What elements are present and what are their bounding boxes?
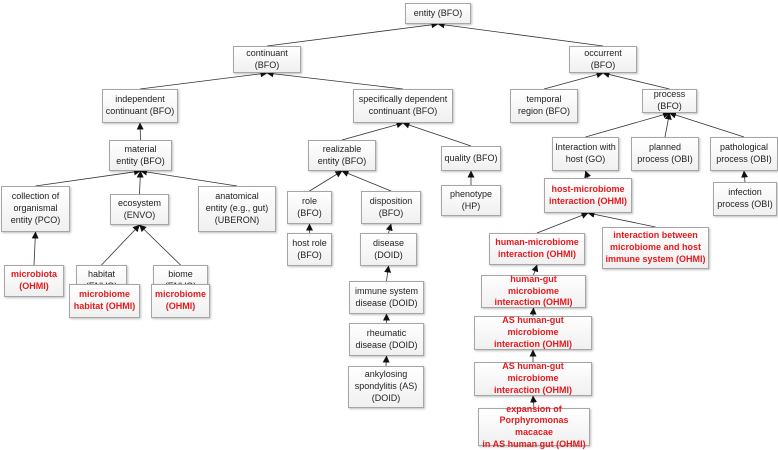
node-hostmicro: host-microbiome interaction (OHMI) — [544, 178, 632, 213]
edge-occurrent-to-entity — [437, 21, 604, 47]
edge-role-to-realizable — [309, 170, 343, 192]
edge-specdep-to-continuant — [266, 70, 404, 90]
node-disease: disease (DOID) — [360, 233, 417, 266]
edge-quality-to-specdep — [402, 121, 472, 147]
node-planned: planned process (OBI) — [631, 137, 699, 171]
edge-immuneint-to-hostmicro — [587, 210, 656, 228]
node-hostrole: host role (BFO) — [287, 233, 332, 266]
node-occurrent: occurrent (BFO) — [569, 46, 637, 73]
edge-process-to-occurrent — [602, 71, 670, 90]
node-realizable: realizable entity (BFO) — [308, 140, 376, 171]
node-quality: quality (BFO) — [441, 146, 501, 171]
edge-disposition-to-realizable — [341, 170, 392, 192]
node-microhabitat: microbiome habitat (OHMI) — [69, 284, 140, 318]
edge-collection-to-material — [35, 168, 141, 187]
node-infection: infection process (OBI) — [713, 182, 777, 216]
edge-continuant-to-entity — [266, 21, 439, 47]
edge-realizable-to-specdep — [341, 121, 404, 141]
node-process: process (BFO) — [642, 89, 697, 113]
node-ecosystem: ecosystem (ENVO) — [110, 194, 169, 225]
node-disposition: disposition (BFO) — [361, 191, 421, 224]
node-interhost: Interaction with host (GO) — [552, 137, 619, 171]
node-temporal: temporal region (BFO) — [510, 89, 578, 123]
node-role: role (BFO) — [287, 191, 332, 224]
edge-microbiota-to-collection — [31, 231, 39, 266]
node-collection: collection of organismal entity (PCO) — [1, 186, 70, 232]
edge-disease-to-disposition — [385, 223, 393, 234]
edge-material-to-independent — [136, 122, 144, 141]
node-anatomical: anatomical entity (e.g., gut) (UBERON) — [198, 186, 276, 232]
node-microbiome: microbiome (OHMI) — [151, 284, 210, 318]
edge-humanmicro-to-hostmicro — [536, 212, 589, 234]
edge-immunedisease-to-disease — [384, 265, 392, 282]
edge-expansion-to-ashumangut2 — [530, 395, 538, 409]
node-phenotype: phenotype (HP) — [441, 185, 501, 216]
node-humangut: human-gut microbiome interaction (OHMI) — [481, 274, 586, 308]
edge-habitat-to-ecosystem — [101, 224, 140, 266]
edge-pathological-to-process — [669, 111, 745, 138]
edge-humangut-to-humanmicro — [531, 264, 539, 276]
node-pathological: pathological process (OBI) — [710, 137, 778, 171]
edge-infection-to-pathological — [741, 170, 749, 183]
node-as: ankylosing spondylitis (AS) (DOID) — [348, 366, 424, 408]
edge-ashumangut1-to-humangut — [529, 307, 537, 317]
node-entity: entity (BFO) — [405, 3, 471, 24]
edge-interhost-to-process — [585, 111, 670, 138]
node-ashumangut1: AS human-gut microbiome interaction (OHM… — [474, 315, 592, 350]
node-microbiota: microbiota (OHMI) — [4, 265, 64, 297]
node-ashumangut2: AS human-gut microbiome interaction (OHM… — [474, 361, 592, 396]
node-independent: independent continuant (BFO) — [102, 89, 178, 123]
node-rheumatic: rheumatic disease (DOID) — [349, 323, 424, 356]
node-expansion: expansion of Porphyromonas macacae in AS… — [478, 404, 590, 449]
node-humanmicro: human-microbiome interaction (OHMI) — [489, 233, 585, 265]
edge-anatomical-to-material — [140, 168, 238, 187]
node-material: material entity (BFO) — [109, 140, 172, 171]
node-continuant: continuant (BFO) — [233, 46, 301, 73]
edge-as-to-rheumatic — [382, 355, 390, 367]
node-immuneint: interaction between microbiome and host … — [602, 227, 709, 269]
node-specdep: specifically dependent continuant (BFO) — [353, 89, 453, 123]
edge-planned-to-process — [664, 112, 672, 138]
edge-ecosystem-to-material — [136, 170, 144, 195]
edge-biome-to-ecosystem — [139, 224, 181, 266]
edge-hostmicro-to-interhost — [584, 170, 591, 179]
edge-independent-to-continuant — [139, 70, 268, 90]
node-immunedisease: immune system disease (DOID) — [349, 281, 424, 314]
edge-temporal-to-occurrent — [543, 71, 604, 90]
